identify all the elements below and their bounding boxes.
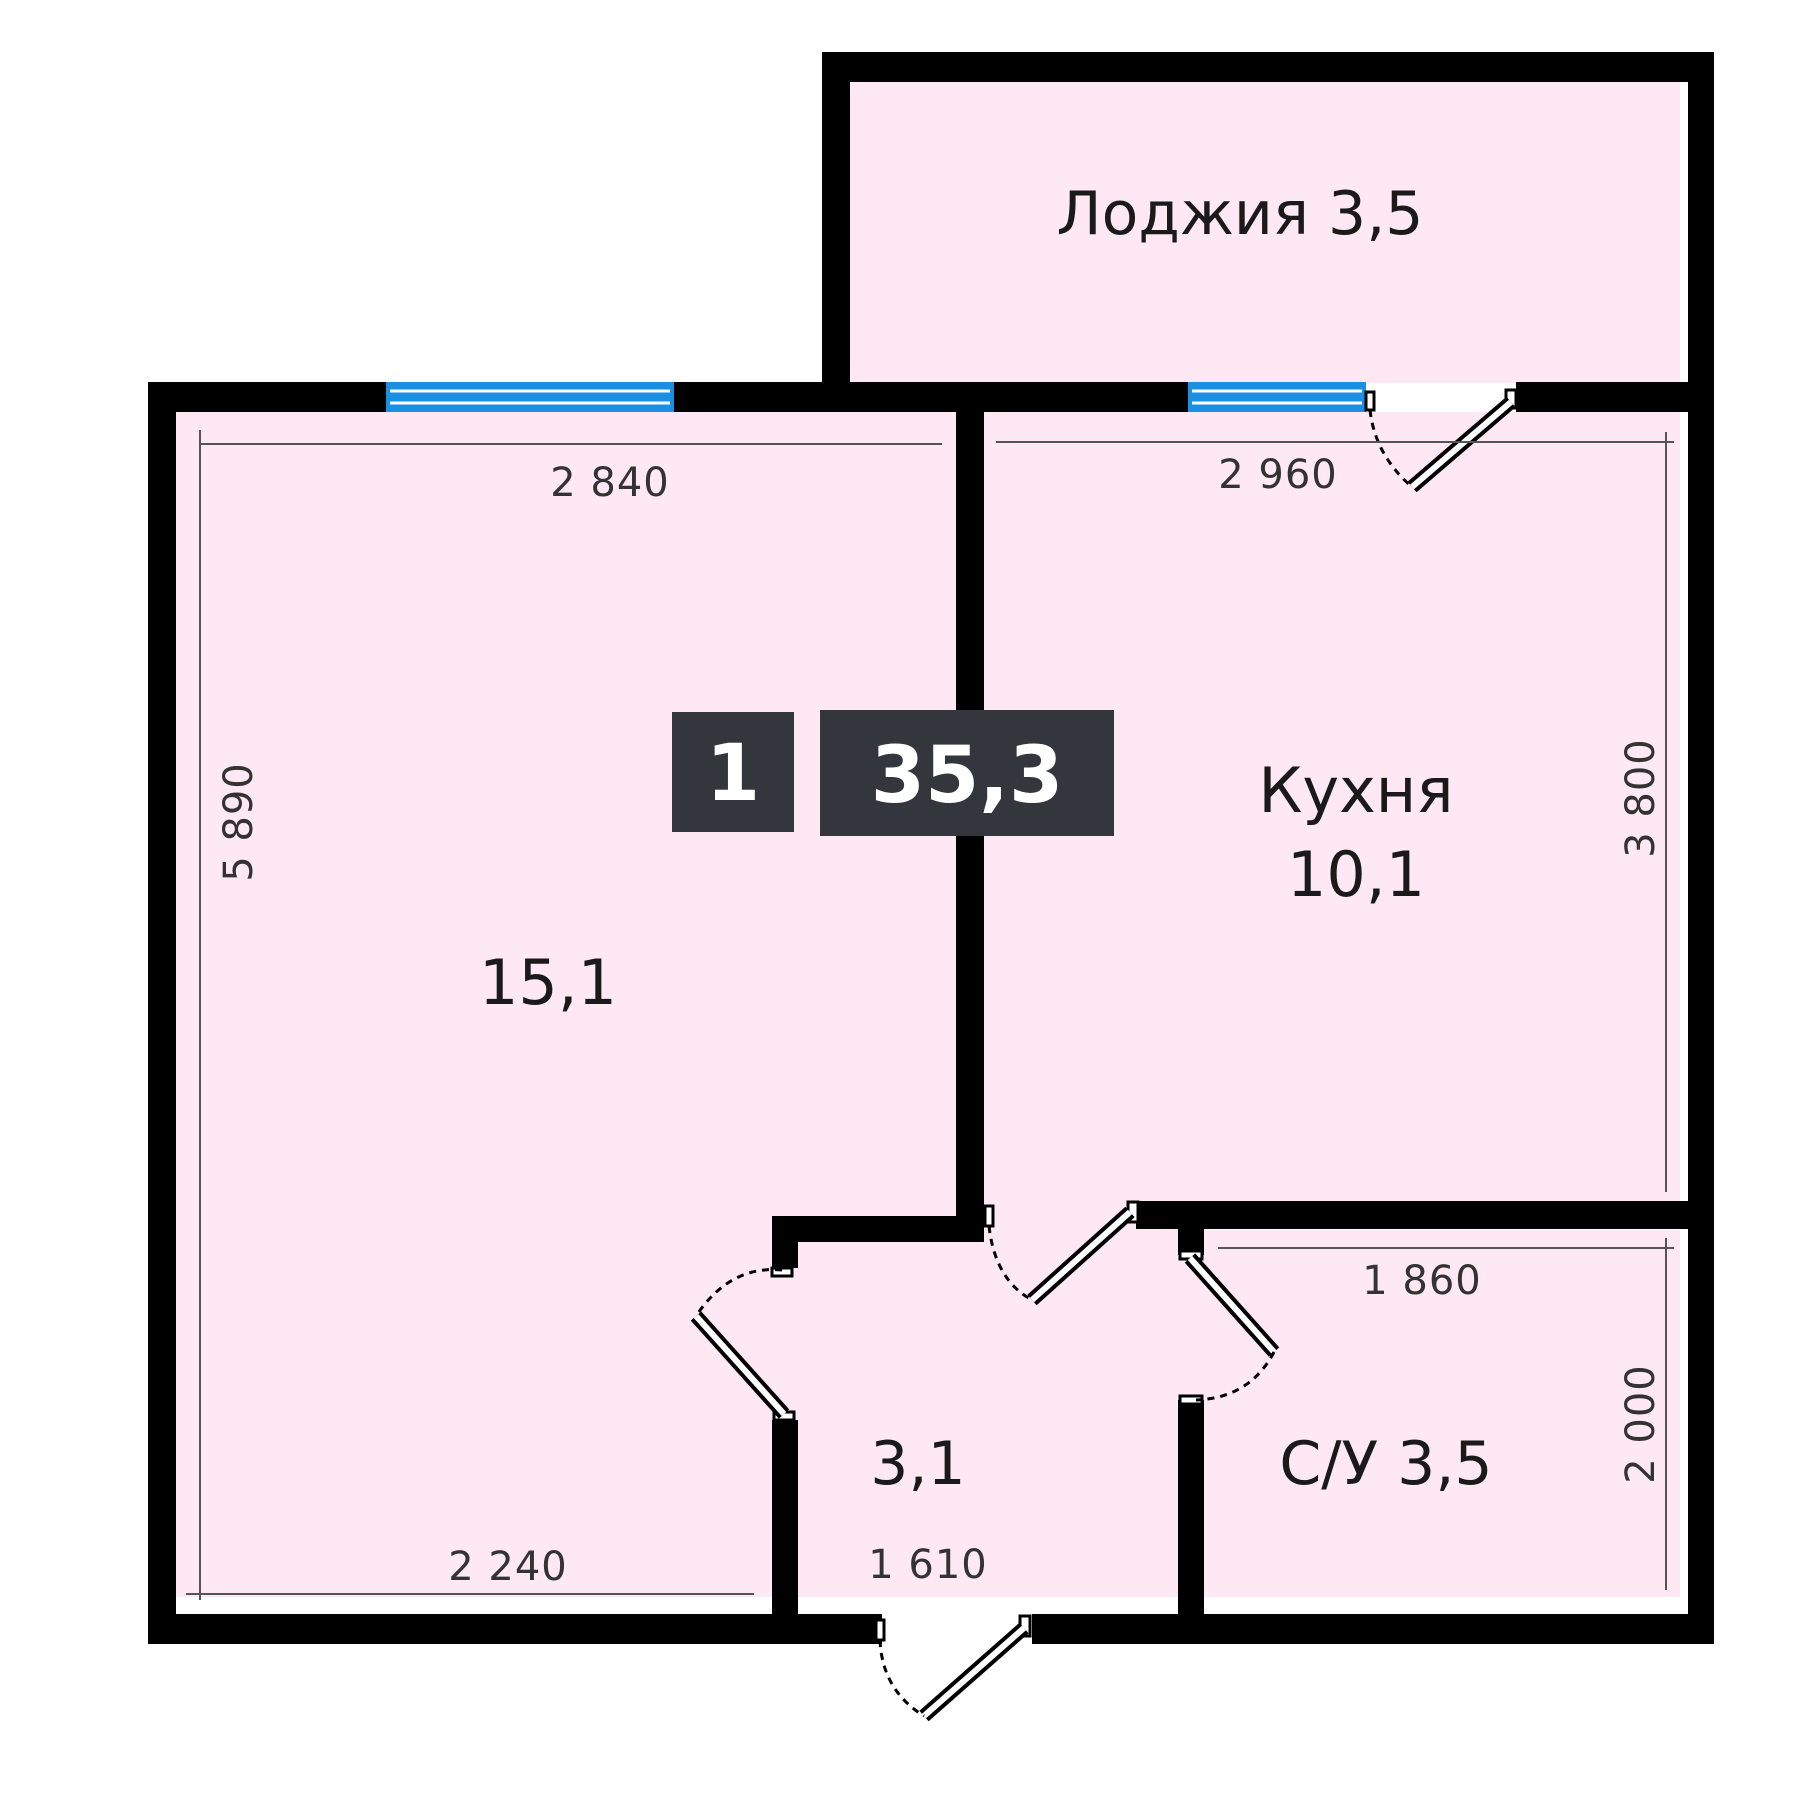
outer-wall-top-right xyxy=(1516,382,1714,412)
hall-area-label: 3,1 xyxy=(870,1429,965,1499)
outer-wall-right xyxy=(1688,382,1714,1644)
total-area: 35,3 xyxy=(871,731,1063,821)
window-kitchen xyxy=(1188,382,1366,412)
loggia-label: Лоджия 3,5 xyxy=(1057,179,1424,249)
kitchen-name-label: Кухня xyxy=(1258,754,1453,827)
dim-hall-bottom: 1 610 xyxy=(868,1542,988,1588)
dim-living-bottom: 2 240 xyxy=(448,1544,568,1590)
dim-kitchen-right: 3 800 xyxy=(1618,738,1664,858)
door-entrance xyxy=(874,1614,1032,1722)
rooms-count-badge xyxy=(672,712,794,832)
wall-hall-stub-left xyxy=(772,1216,798,1268)
dim-living-left: 5 890 xyxy=(216,762,262,882)
walls xyxy=(148,52,1714,1644)
wall-living-hall-horizontal xyxy=(772,1216,984,1242)
room-fills xyxy=(170,78,1680,1597)
dimension-labels: 2 840 5 890 2 240 2 960 3 800 1 860 2 00… xyxy=(216,452,1664,1590)
dim-kitchen-top: 2 960 xyxy=(1218,452,1338,498)
bathroom-floor xyxy=(1204,1230,1680,1597)
room-labels: Лоджия 3,5 15,1 Кухня 10,1 3,1 С/У 3,5 xyxy=(479,179,1493,1499)
badges: 1 35,3 xyxy=(672,710,1114,836)
window-living xyxy=(386,382,674,412)
wall-hall-bath xyxy=(1178,1400,1204,1614)
wall-kitchen-bath xyxy=(1136,1201,1688,1229)
door-hall-living xyxy=(690,1266,796,1422)
doors xyxy=(690,388,1518,1722)
door-hall-kitchen xyxy=(983,1200,1140,1306)
loggia-floor xyxy=(840,78,1680,383)
kitchen-area-label: 10,1 xyxy=(1287,838,1425,911)
dim-living-top: 2 840 xyxy=(550,460,670,506)
door-kitchen-loggia xyxy=(1364,388,1518,493)
outer-wall-top-middle xyxy=(674,382,1188,412)
rooms-count: 1 xyxy=(706,729,760,819)
dim-bath-right: 2 000 xyxy=(1618,1364,1664,1484)
bathroom-label: С/У 3,5 xyxy=(1279,1429,1492,1499)
outer-wall-bottom-right xyxy=(1032,1614,1714,1644)
wall-living-hall-lower xyxy=(772,1420,798,1614)
loggia-wall-left xyxy=(822,52,850,384)
loggia-wall-top xyxy=(822,52,1714,82)
outer-wall-top-left xyxy=(148,382,386,412)
windows xyxy=(386,382,1366,412)
dimension-lines xyxy=(186,430,1674,1600)
door-hall-bathroom xyxy=(1178,1249,1280,1406)
outer-wall-left xyxy=(148,382,176,1644)
living-area-label: 15,1 xyxy=(479,946,617,1019)
loggia-wall-right xyxy=(1688,52,1714,388)
outer-wall-bottom-left xyxy=(148,1614,882,1644)
total-area-badge xyxy=(820,710,1114,836)
hall-floor xyxy=(788,1230,1206,1597)
dim-bath-top: 1 860 xyxy=(1362,1258,1482,1304)
